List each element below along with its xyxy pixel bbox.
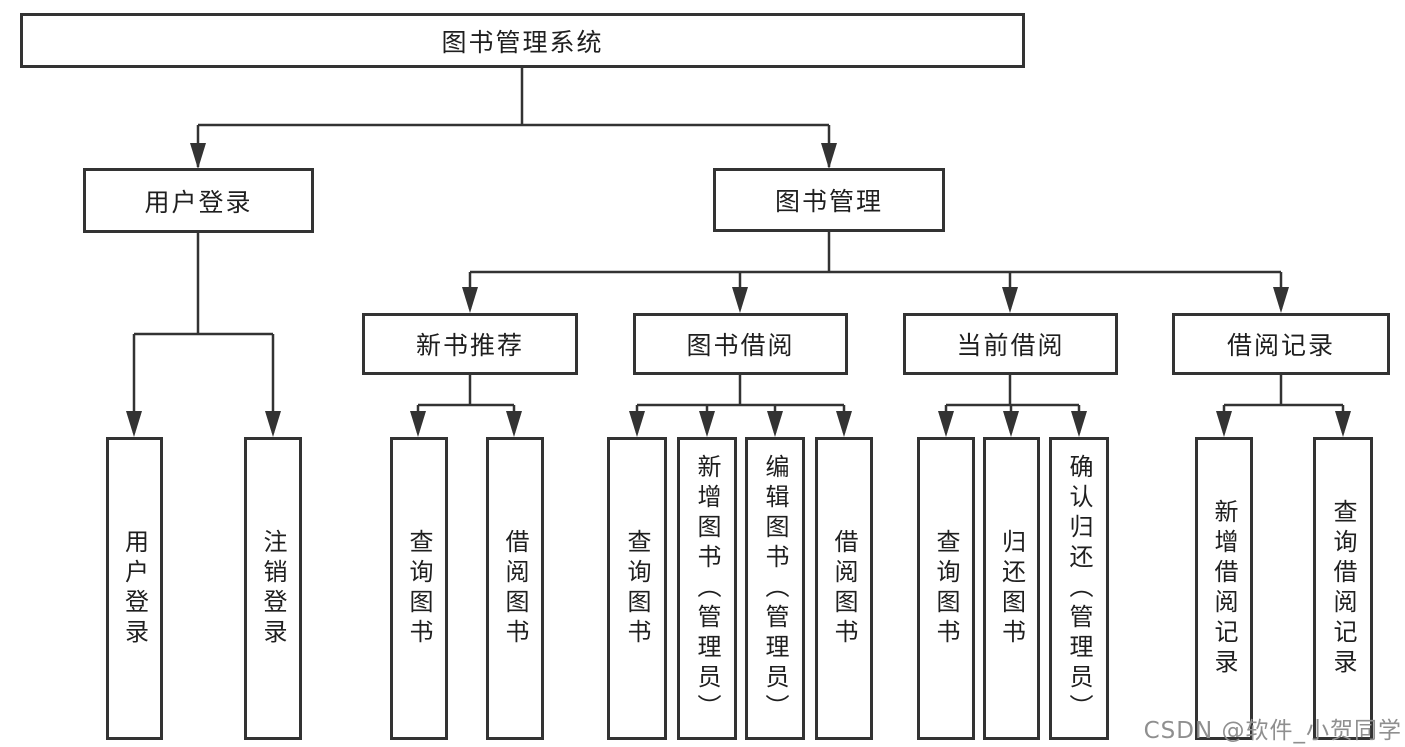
connector-new-book-rec-to-leaves [416, 375, 516, 433]
node-root-label: 图书管理系统 [441, 27, 604, 57]
leaf-add-borrow-record: 新增借阅记录 [1195, 437, 1253, 740]
leaf-logout: 注销登录 [244, 437, 302, 740]
leaf-add-borrow-record-label: 新增借阅记录 [1210, 498, 1238, 679]
node-book-borrowing-label: 图书借阅 [686, 331, 795, 360]
connector-borrow-records-to-leaves [1222, 375, 1345, 433]
node-book-management: 图书管理 [713, 168, 945, 232]
connector-book-borrow-to-leaves [635, 375, 846, 433]
leaf-edit-books-admin-label: 编辑图书（管理员） [761, 453, 789, 724]
leaf-return-books: 归还图书 [983, 437, 1040, 740]
leaf-borrow-query-books: 查询图书 [607, 437, 667, 740]
node-current-borrowing-label: 当前借阅 [956, 331, 1065, 360]
leaf-add-books-admin: 新增图书（管理员） [677, 437, 737, 740]
leaf-confirm-return-admin-label: 确认归还（管理员） [1065, 453, 1093, 724]
connector-root-to-level2 [196, 68, 831, 167]
node-user-login-label: 用户登录 [144, 187, 253, 217]
leaf-edit-books-admin: 编辑图书（管理员） [745, 437, 805, 740]
leaf-rec-borrow-books: 借阅图书 [486, 437, 544, 740]
leaf-rec-query-books: 查询图书 [390, 437, 448, 740]
node-borrowing-records-label: 借阅记录 [1226, 331, 1335, 360]
arrowhead-icons [126, 143, 1351, 437]
leaf-return-books-label: 归还图书 [997, 528, 1026, 649]
leaf-user-login-label: 用户登录 [120, 528, 149, 649]
node-root: 图书管理系统 [20, 13, 1025, 68]
node-new-book-recommendation: 新书推荐 [362, 313, 578, 375]
leaf-confirm-return-admin: 确认归还（管理员） [1049, 437, 1109, 740]
node-book-management-label: 图书管理 [774, 187, 883, 216]
connector-book-management-to-level3 [468, 232, 1283, 309]
leaf-rec-borrow-books-label: 借阅图书 [501, 528, 529, 649]
node-book-borrowing: 图书借阅 [633, 313, 848, 375]
connector-user-login-to-leaves [132, 233, 275, 433]
leaf-add-books-admin-label: 新增图书（管理员） [693, 453, 721, 724]
leaf-logout-label: 注销登录 [259, 528, 287, 649]
leaf-borrow-books: 借阅图书 [815, 437, 873, 740]
node-borrowing-records: 借阅记录 [1172, 313, 1390, 375]
node-current-borrowing: 当前借阅 [903, 313, 1118, 375]
leaf-query-borrow-record-label: 查询借阅记录 [1329, 498, 1357, 679]
leaf-user-login: 用户登录 [106, 437, 163, 740]
node-new-book-recommendation-label: 新书推荐 [415, 331, 524, 360]
leaf-rec-query-books-label: 查询图书 [405, 528, 433, 649]
leaf-current-query-books-label: 查询图书 [932, 528, 960, 649]
leaf-borrow-query-books-label: 查询图书 [623, 528, 651, 649]
node-user-login: 用户登录 [83, 168, 314, 233]
leaf-query-borrow-record: 查询借阅记录 [1313, 437, 1373, 740]
csdn-watermark: CSDN @软件_小贺同学 [1143, 718, 1402, 744]
leaf-borrow-books-label: 借阅图书 [830, 528, 858, 649]
leaf-current-query-books: 查询图书 [917, 437, 975, 740]
